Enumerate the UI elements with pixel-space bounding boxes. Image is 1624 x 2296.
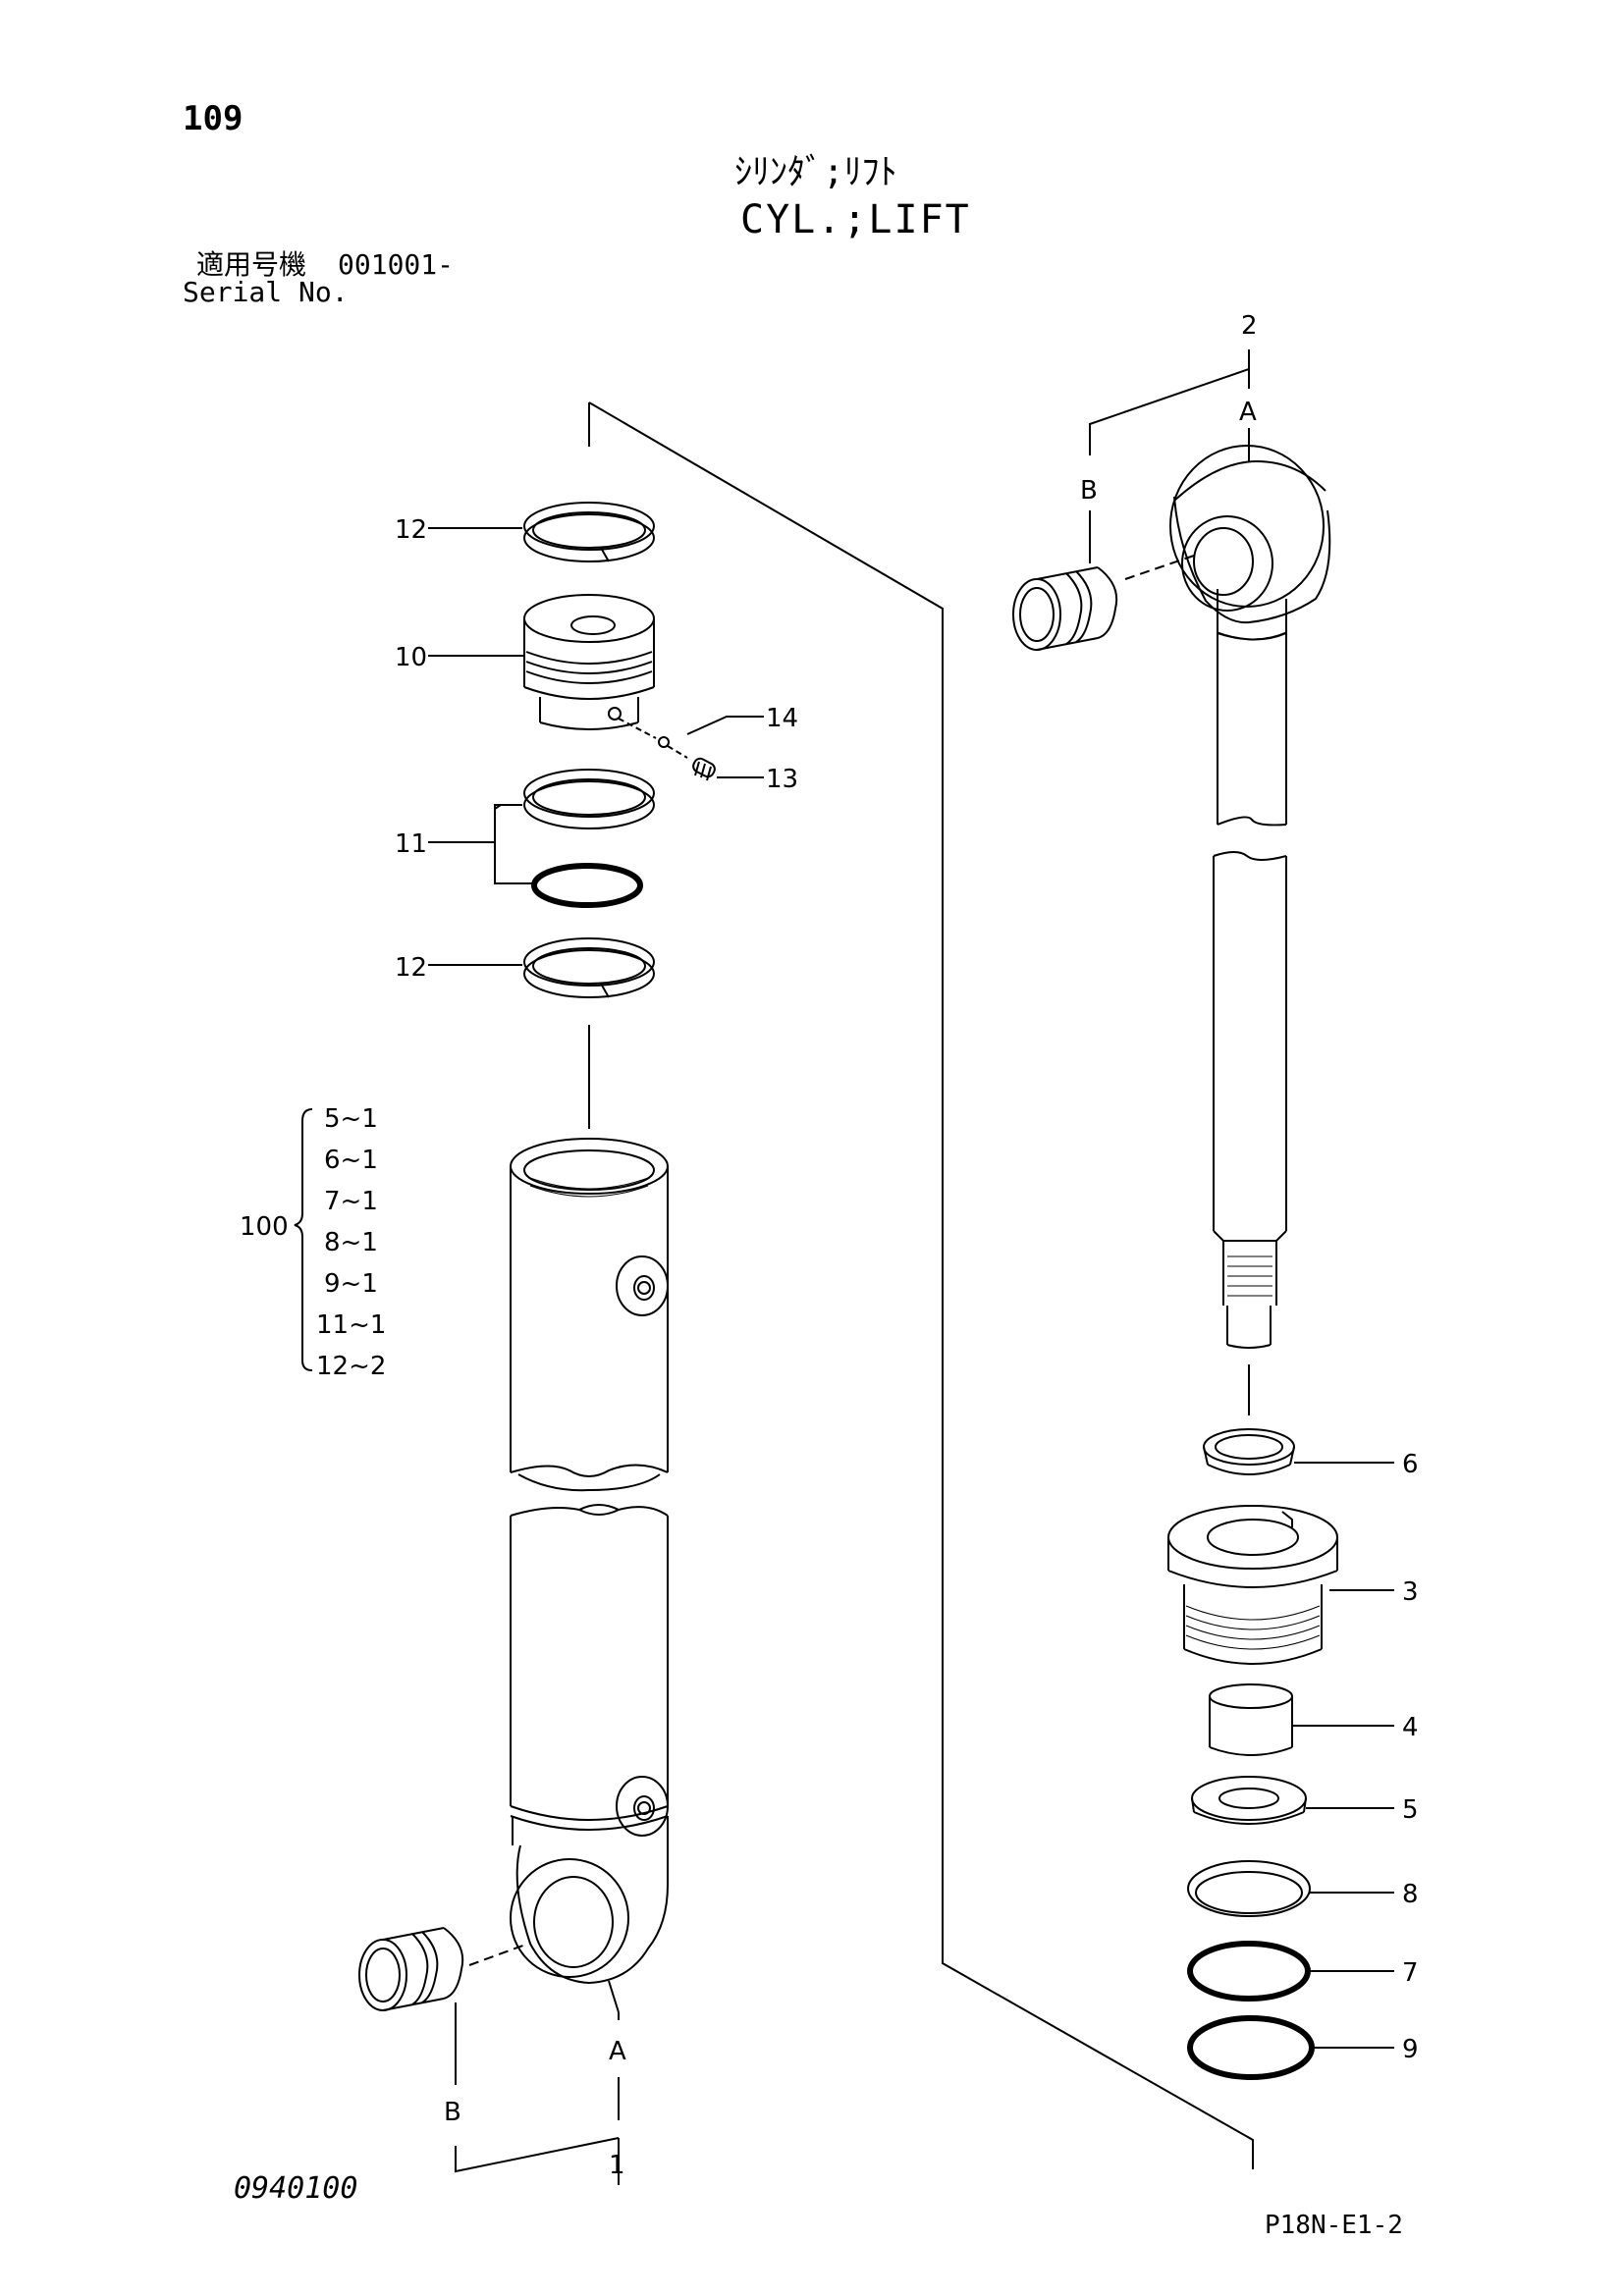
part-8-backup-ring bbox=[1187, 1860, 1311, 1917]
part-13-set-screw bbox=[667, 745, 716, 781]
piston-rod-eye bbox=[1169, 445, 1331, 827]
part-4-bushing bbox=[1209, 1683, 1293, 1756]
kit-bracket bbox=[294, 1108, 313, 1371]
label-b-bottom: B bbox=[444, 2098, 461, 2127]
callout-10: 10 bbox=[395, 643, 427, 672]
callout-5: 5 bbox=[1402, 1795, 1419, 1825]
callout-13: 13 bbox=[766, 765, 798, 794]
label-a-bottom: A bbox=[609, 2037, 626, 2066]
part-6-dust-seal bbox=[1203, 1428, 1295, 1475]
serial-label-japanese: 適用号機 bbox=[196, 248, 307, 281]
callouts-right bbox=[1089, 349, 1394, 2049]
callout-11: 11 bbox=[395, 829, 427, 859]
document-code: 0940100 bbox=[234, 2171, 358, 2206]
part-12-lower-ring bbox=[523, 937, 655, 998]
part-11-wear-ring bbox=[523, 769, 655, 829]
page-number: 109 bbox=[183, 99, 244, 138]
callout-100: 100 bbox=[240, 1212, 289, 1242]
callout-4: 4 bbox=[1402, 1713, 1419, 1742]
part-11-o-ring bbox=[531, 863, 643, 908]
serial-value: 001001- bbox=[338, 248, 455, 281]
piston-rod bbox=[1213, 851, 1287, 1349]
bushing-lower bbox=[358, 1927, 529, 2011]
part-7-o-ring bbox=[1187, 1941, 1311, 2002]
callout-14: 14 bbox=[766, 704, 798, 733]
part-14-ball bbox=[618, 718, 670, 748]
title-english: CYL.;LIFT bbox=[740, 197, 971, 242]
page-code: P18N-E1-2 bbox=[1265, 2211, 1403, 2240]
part-10-nut bbox=[523, 594, 655, 730]
callout-7: 7 bbox=[1402, 1958, 1419, 1988]
assembly-outline bbox=[588, 401, 1254, 2169]
cylinder-tube-upper bbox=[510, 1138, 669, 1492]
kit-item-6: 11~1 bbox=[316, 1310, 386, 1340]
kit-item-7: 12~2 bbox=[316, 1352, 386, 1381]
serial-label-english: Serial No. bbox=[183, 276, 349, 308]
callout-6: 6 bbox=[1402, 1450, 1419, 1479]
kit-item-4: 8~1 bbox=[324, 1228, 378, 1257]
callout-1: 1 bbox=[609, 2151, 625, 2180]
callout-8: 8 bbox=[1402, 1880, 1419, 1909]
kit-item-5: 9~1 bbox=[324, 1269, 378, 1299]
title-japanese: ｼﾘﾝﾀﾞ;ﾘﾌﾄ bbox=[734, 152, 897, 192]
part-5-buffer-seal bbox=[1191, 1776, 1307, 1825]
callouts-left bbox=[428, 527, 764, 2185]
kit-item-3: 7~1 bbox=[324, 1187, 378, 1216]
label-b-top: B bbox=[1080, 476, 1098, 506]
callout-9: 9 bbox=[1402, 2035, 1419, 2064]
part-12-upper-ring bbox=[523, 502, 655, 562]
bushing-upper bbox=[1012, 555, 1195, 651]
part-9-o-ring bbox=[1187, 2015, 1315, 2080]
cylinder-tube-lower bbox=[510, 1504, 669, 1985]
callout-12-upper: 12 bbox=[395, 515, 427, 545]
part-3-rod-cover bbox=[1167, 1505, 1338, 1665]
callout-3: 3 bbox=[1402, 1577, 1419, 1607]
callout-12-lower: 12 bbox=[395, 953, 427, 983]
label-a-top: A bbox=[1239, 398, 1257, 427]
kit-item-1: 5~1 bbox=[324, 1104, 378, 1134]
kit-item-2: 6~1 bbox=[324, 1146, 378, 1175]
callout-2: 2 bbox=[1241, 311, 1258, 341]
